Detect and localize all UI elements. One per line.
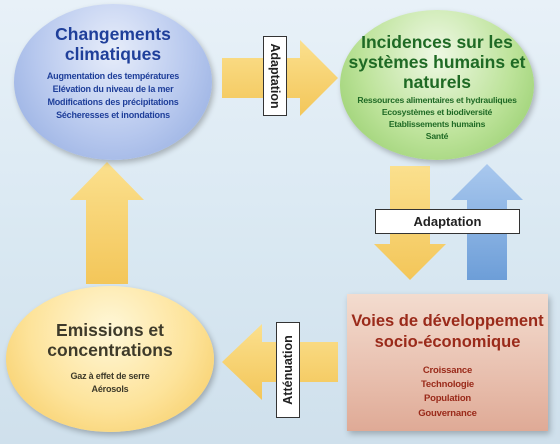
node-emissions-item: Aérosols xyxy=(91,384,129,395)
node-climate-title: Changements climatiques xyxy=(14,24,212,64)
node-impacts-items: Ressources alimentaires et hydrauliques … xyxy=(340,94,534,142)
node-emissions-title: Emissions et concentrations xyxy=(6,320,214,360)
node-climate-title-line: Changements xyxy=(55,24,171,44)
edge-label-bottom-attenuation: Atténuation xyxy=(276,322,300,418)
node-development: Voies de développement socio-économique … xyxy=(347,294,548,431)
edge-label-right-adaptation: Adaptation xyxy=(375,209,520,234)
node-development-title-line: Voies de développement xyxy=(351,312,544,330)
node-emissions-items: Gaz à effet de serre Aérosols xyxy=(6,370,214,396)
node-climate-item: Sécheresses et inondations xyxy=(56,110,170,121)
edge-label-top-adaptation: Adaptation xyxy=(263,36,287,116)
node-development-item: Croissance xyxy=(422,364,473,376)
node-impacts-title-line: naturels xyxy=(402,72,472,93)
node-impacts-title-line: systèmes humains et xyxy=(348,52,526,73)
node-impacts: Incidences sur les systèmes humains et n… xyxy=(340,10,534,160)
node-impacts-title-line: Incidences sur les xyxy=(361,32,513,52)
node-climate-item: Elévation du niveau de la mer xyxy=(52,84,174,95)
node-development-title: Voies de développement socio-économique xyxy=(347,311,548,354)
node-emissions: Emissions et concentrations Gaz à effet … xyxy=(6,286,214,432)
node-emissions-title-line: Emissions et xyxy=(56,320,164,340)
node-climate-item: Modifications des précipitations xyxy=(47,97,179,108)
node-impacts-title: Incidences sur les systèmes humains et n… xyxy=(340,32,534,92)
node-climate-items: Augmentation des températures Elévation … xyxy=(14,70,212,122)
node-development-item: Gouvernance xyxy=(418,407,477,419)
node-development-item: Population xyxy=(423,393,472,405)
node-emissions-title-line: concentrations xyxy=(47,340,173,361)
node-impacts-item: Etablissements humains xyxy=(388,119,486,130)
node-impacts-item: Santé xyxy=(425,131,449,142)
node-development-items: Croissance Technologie Population Gouver… xyxy=(347,364,548,421)
edge-label-bottom-text: Atténuation xyxy=(281,335,295,405)
node-emissions-item: Gaz à effet de serre xyxy=(70,371,150,382)
edge-label-right-text: Adaptation xyxy=(413,214,482,229)
node-development-item: Technologie xyxy=(420,379,475,391)
node-impacts-item: Ressources alimentaires et hydrauliques xyxy=(357,95,517,106)
edge-label-top-text: Adaptation xyxy=(268,43,282,109)
node-development-title-line: socio-économique xyxy=(374,333,521,352)
node-climate-title-line: climatiques xyxy=(64,44,162,65)
node-climate-item: Augmentation des températures xyxy=(46,71,180,82)
node-climate-change: Changements climatiques Augmentation des… xyxy=(14,4,212,160)
node-impacts-item: Ecosystèmes et biodiversité xyxy=(381,107,493,118)
